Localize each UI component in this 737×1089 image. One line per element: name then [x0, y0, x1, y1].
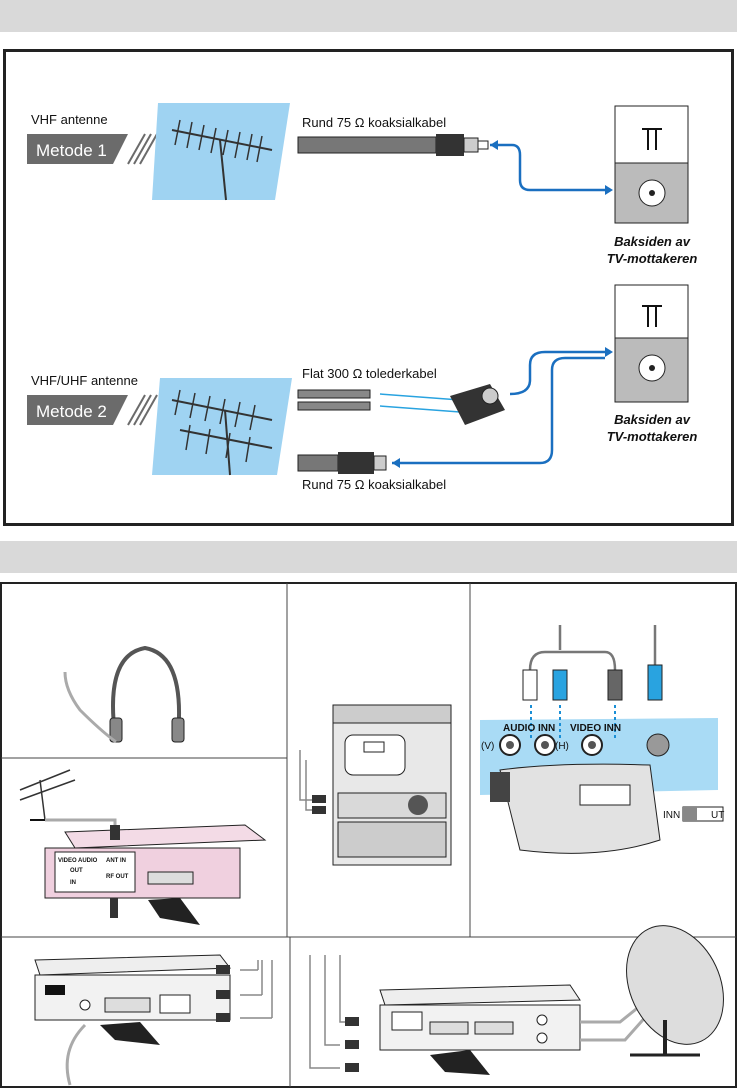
- svg-text:AUDIO: AUDIO: [78, 858, 98, 864]
- tv-back-label: TV-mottakeren: [607, 251, 698, 266]
- antenna-label: VHF/UHF antenne: [31, 373, 138, 388]
- audio-in-label: AUDIO INN: [503, 723, 555, 734]
- video-in-label: VIDEO INN: [570, 723, 621, 734]
- svg-text:OUT: OUT: [70, 868, 83, 874]
- svg-text:ANT IN: ANT IN: [106, 858, 126, 864]
- tv-back-label: Baksiden av: [614, 234, 691, 249]
- right-channel-label: (H): [555, 741, 569, 752]
- coax-cable: [298, 134, 488, 156]
- section-header-bar: [0, 541, 737, 573]
- switch-out-label: UT: [711, 810, 724, 821]
- coax-cable: [298, 452, 386, 474]
- tv-back-panel: [615, 106, 688, 223]
- antenna-illustration: [152, 378, 292, 475]
- section-header-bar: [0, 0, 737, 32]
- svg-text:VIDEO: VIDEO: [58, 858, 77, 864]
- coax-cable-label: Rund 75 Ω koaksialkabel: [302, 477, 446, 492]
- svg-text:IN: IN: [70, 880, 76, 886]
- antenna-label: VHF antenne: [31, 112, 108, 127]
- tv-back-label: TV-mottakeren: [607, 429, 698, 444]
- left-channel-label: (V): [481, 741, 494, 752]
- switch-in-label: INN: [663, 810, 680, 821]
- cable-label: Rund 75 Ω koaksialkabel: [302, 115, 446, 130]
- flat-cable-label: Flat 300 Ω tolederkabel: [302, 366, 437, 381]
- svg-text:Metode 1: Metode 1: [36, 141, 107, 160]
- svg-text:Metode 2: Metode 2: [36, 402, 107, 421]
- tv-back-label: Baksiden av: [614, 412, 691, 427]
- antenna-illustration: [152, 103, 290, 200]
- svg-text:RF OUT: RF OUT: [106, 874, 129, 880]
- tv-back-panel: [615, 285, 688, 402]
